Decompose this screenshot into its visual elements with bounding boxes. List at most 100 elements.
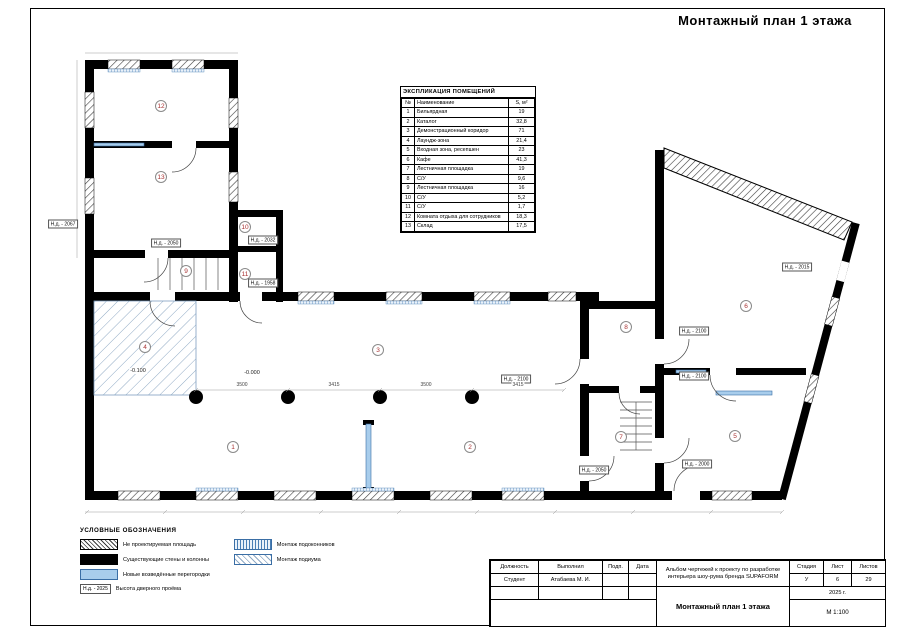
explication-cell: 3 xyxy=(401,126,415,137)
explication-cell: Кафе xyxy=(414,154,509,166)
room-badge-2: 2 xyxy=(464,441,476,453)
explication-cell: С/У xyxy=(414,202,509,213)
legend-label: Монтаж подиума xyxy=(276,556,321,563)
room-badge-7: 7 xyxy=(615,431,627,443)
tb-empty xyxy=(628,586,657,600)
legend-label: Монтаж подоконников xyxy=(276,541,335,548)
legend-item-not-designed: Не проектируемая площадь xyxy=(80,539,210,550)
podium-swatch-icon xyxy=(233,554,272,565)
sill-swatch-icon xyxy=(233,539,272,550)
explication-cell: 17,5 xyxy=(508,221,535,232)
explication-cell: 21,4 xyxy=(508,135,535,147)
explication-cell: Бильярдная xyxy=(414,107,509,118)
window-openings xyxy=(84,59,841,501)
door-height-label: Н.д. - 2067 xyxy=(48,219,78,229)
explication-cell: 10 xyxy=(401,192,415,204)
explication-cell: 71 xyxy=(508,126,535,137)
legend-label: Новые возведённые перегородки xyxy=(123,571,210,578)
door-height-label: Н.д. - 2100 xyxy=(679,371,709,381)
explication-cell: Лестничная площадка xyxy=(414,164,509,175)
tb-sheet-label: Лист xyxy=(823,560,852,574)
explication-cell: С/У xyxy=(414,173,509,185)
tb-date-cell xyxy=(628,573,657,587)
explication-cell: Лестничная площадка xyxy=(414,183,509,194)
tb-sign-cell xyxy=(602,573,629,587)
room-badge-11: 11 xyxy=(239,268,251,280)
drawing-frame xyxy=(30,8,885,626)
explication-cell: 9 xyxy=(401,183,415,194)
legend-item-existing-walls: Существующие стены и колонны xyxy=(80,554,210,565)
explication-cell: 9,6 xyxy=(508,173,535,185)
room-badge-3: 3 xyxy=(372,344,384,356)
door-gap xyxy=(836,260,850,283)
door-height-label: Н.д. - 2032 xyxy=(248,235,278,245)
tb-col-position: Должность xyxy=(490,560,539,574)
hatch-swatch-icon xyxy=(80,539,118,550)
title-block: Должность Выполнил Подп. Дата Альбом чер… xyxy=(489,559,886,627)
explication-cell: 7 xyxy=(401,164,415,175)
tb-sheets-value: 29 xyxy=(851,573,886,587)
explication-cell: 32,8 xyxy=(508,116,535,128)
dimension-text: 3500 xyxy=(235,382,249,388)
explication-cell: 19 xyxy=(508,164,535,175)
tb-empty xyxy=(538,586,603,600)
explication-col-name: Наименование xyxy=(414,97,509,109)
explication-cell: 23 xyxy=(508,145,535,156)
explication-cell: Склад xyxy=(414,221,509,232)
legend-item-sills: Монтаж подоконников xyxy=(233,539,335,550)
room-badge-8: 8 xyxy=(620,321,632,333)
tb-stage-value: У xyxy=(789,573,824,587)
legend-item-new-partitions: Новые возведённые перегородки xyxy=(80,569,210,580)
explication-cell: 2 xyxy=(401,116,415,128)
black-swatch-icon xyxy=(80,554,118,565)
door-height-label: Н.д. - 2050 xyxy=(579,465,609,475)
legend-label: Высота дверного проёма xyxy=(115,586,182,592)
door-height-label: Н.д. - 2015 xyxy=(782,262,812,272)
tb-year: 2025 г. xyxy=(789,586,886,600)
sheet-title: Монтажный план 1 этажа xyxy=(678,13,852,28)
blue-swatch-icon xyxy=(80,569,118,580)
tb-empty xyxy=(602,586,629,600)
explication-cell: 4 xyxy=(401,135,415,147)
legend-label: Не проектируемая площадь xyxy=(123,541,197,548)
columns xyxy=(189,390,479,404)
tb-scale: М 1:100 xyxy=(789,599,886,627)
explication-cell: 11 xyxy=(401,202,415,213)
tb-sheets-label: Листов xyxy=(851,560,886,574)
room-badge-5: 5 xyxy=(729,430,741,442)
tb-empty xyxy=(490,586,539,600)
legend: УСЛОВНЫЕ ОБОЗНАЧЕНИЯ Не проектируемая пл… xyxy=(80,527,410,594)
explication-col-area: S, м² xyxy=(508,97,535,109)
dimension-text: 3415 xyxy=(511,382,525,388)
elevation-mark: -0.000 xyxy=(243,370,261,376)
legend-item-door-height: Н.д. - 2025 Высота дверного проёма xyxy=(80,584,210,594)
room-badge-4: 4 xyxy=(139,341,151,353)
explication-cell: Демонстрационный коридор xyxy=(414,126,509,137)
room-badge-12: 12 xyxy=(155,100,167,112)
tb-col-sign: Подп. xyxy=(602,560,629,574)
explication-cell: Каталог xyxy=(414,116,509,128)
room-badge-9: 9 xyxy=(180,265,192,277)
legend-title: УСЛОВНЫЕ ОБОЗНАЧЕНИЯ xyxy=(80,527,177,534)
explication-col-number: № xyxy=(401,97,415,109)
tb-stage-label: Стадия xyxy=(789,560,824,574)
window-sills xyxy=(107,68,545,492)
tb-empty xyxy=(490,599,657,627)
room-badge-6: 6 xyxy=(740,300,752,312)
door-height-label: Н.д. - 2100 xyxy=(679,326,709,336)
explication-cell: 5,2 xyxy=(508,192,535,204)
explication-cell: 5 xyxy=(401,145,415,156)
explication-cell: 1,7 xyxy=(508,202,535,213)
not-designed-area xyxy=(663,147,853,241)
